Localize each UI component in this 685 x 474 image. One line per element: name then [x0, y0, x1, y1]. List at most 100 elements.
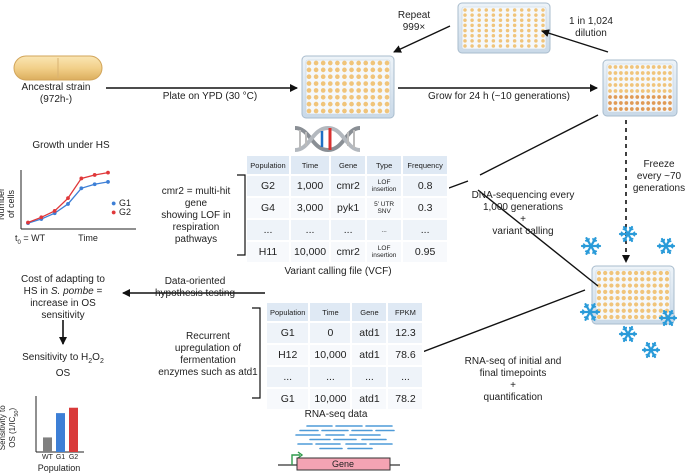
sensitivity-bar-chart [35, 396, 84, 453]
growth-point-g2 [66, 196, 70, 201]
growth-chart [20, 170, 136, 230]
snowflake-icon [656, 237, 676, 255]
freeze-to-dna-line [477, 189, 599, 287]
growth-point-g2 [52, 209, 57, 213]
vcf-cell: H11 [247, 240, 291, 262]
rnaseq-header-fpkm: FPKM [388, 303, 425, 321]
legend-g1-label: G1 [118, 198, 131, 208]
rnaseq-label: RNA-seq of initial and final timepoints … [464, 356, 562, 403]
bar-g2 [69, 407, 78, 452]
ancestral-strain-label: Ancestral strain (972h-) [21, 82, 91, 105]
gene-box [296, 457, 391, 471]
vcf-cell: ... [331, 218, 368, 240]
ancestral-yeast-cell [13, 55, 103, 81]
rnaseq-cell: 10,000 [310, 343, 353, 365]
bar-ylabel-sub: 50 [13, 410, 20, 417]
growth-point-g1 [106, 180, 110, 184]
rnaseq-cell: atd1 [352, 387, 389, 409]
growth-origin-label: t0 = WT [15, 233, 75, 249]
vcf-cell: ... [291, 218, 332, 240]
growth-point-g1 [79, 186, 84, 191]
legend-g2: ● G2 [111, 207, 131, 217]
growth-point-g2 [92, 173, 97, 177]
rnaseq-cell: atd1 [352, 343, 389, 365]
rnaseq-row: ............ [267, 365, 425, 387]
rnaseq-header-population: Population [267, 303, 311, 321]
bar-ylabel: Sensitivity to OS (1/IC50) [0, 390, 22, 466]
gene-diagram [278, 451, 400, 471]
repeat-label: Repeat 999× [397, 10, 431, 33]
rnaseq-cell: ... [267, 365, 311, 387]
sensitivity-sub1: 2 [88, 358, 93, 365]
vcf-cell: LOF insertion [367, 174, 404, 196]
vcf-header-population: Population [247, 156, 291, 174]
rnaseq-cell: G1 [267, 387, 311, 409]
bar-ylabel-post: ) [8, 407, 18, 411]
rnaseq-cell: 78.2 [388, 387, 425, 409]
vcf-cell: pyk1 [331, 196, 368, 218]
vcf-cell: 1,000 [291, 174, 332, 196]
origin-t: t [15, 233, 18, 243]
snowflake-icon [580, 237, 602, 255]
growth-point-g2 [26, 220, 30, 225]
vcf-cell: ... [367, 218, 404, 240]
growth-point-g2 [39, 215, 44, 220]
growth-chart-title: Growth under HS [32, 140, 110, 151]
cmr2-note: cmr2 = multi-hit gene showing LOF in res… [161, 186, 231, 245]
plate-right [602, 59, 678, 117]
rnaseq-cell: ... [310, 365, 353, 387]
cost-statement: Cost of adapting to HS in S. pombe = inc… [0, 274, 126, 322]
dilution-arrow [541, 29, 609, 53]
snowflake-icon [618, 225, 638, 243]
vcf-cell: G4 [247, 196, 291, 218]
dilution-label: 1 in 1,024 dilution [569, 16, 613, 39]
recurrent-note: Recurrent upregulation of fermentation e… [158, 331, 258, 378]
vcf-cell: cmr2 [331, 240, 368, 262]
bar-g1 [56, 413, 65, 452]
rnaseq-reads-graphic [295, 425, 395, 450]
rnaseq-cell: atd1 [352, 321, 389, 343]
growth-ylabel-wrap: Number of cells [0, 172, 16, 232]
vcf-caption: Variant calling file (VCF) [284, 266, 392, 277]
rnaseq-cell: 78.6 [388, 343, 425, 365]
dna-helix-icon [294, 125, 361, 153]
vcf-cell: cmr2 [331, 174, 368, 196]
sensitivity-o: O [92, 352, 100, 363]
rnaseq-caption: RNA-seq data [304, 409, 368, 420]
growth-xlabel: Time [78, 233, 98, 243]
snowflake-icon [658, 309, 678, 327]
growth-ylabel: Number of cells [0, 188, 16, 221]
sensitivity-os: OS [55, 368, 71, 379]
hypothesis-label: Data-oriented hypothesis testing [154, 276, 236, 299]
origin-sub: 0 [17, 239, 21, 246]
origin-post: = WT [20, 233, 46, 243]
bar-tick-wt: WT [42, 454, 53, 461]
snowflake-icon [618, 325, 638, 343]
vcf-header-time: Time [291, 156, 332, 174]
bar-ylabel-wrap: Sensitivity to OS (1/IC50) [0, 392, 20, 456]
vcf-cell: 0.3 [403, 196, 450, 218]
gene-label: Gene [331, 459, 355, 469]
sensitivity-pre: Sensitivity to H [22, 352, 89, 363]
vcf-header-gene: Gene [331, 156, 368, 174]
growth-point-g1 [92, 182, 97, 187]
vcf-row: ............... [247, 218, 450, 240]
vcf-cell: 0.95 [403, 240, 450, 262]
plate-center [301, 55, 395, 119]
rnaseq-cell: 10,000 [310, 387, 353, 409]
rnaseq-header-gene: Gene [352, 303, 389, 321]
vcf-cell: ... [403, 218, 450, 240]
bar-wt [43, 437, 52, 452]
legend-g1: ● G1 [111, 198, 131, 208]
growth-point-g2 [79, 176, 84, 181]
vcf-cell: ... [247, 218, 291, 240]
